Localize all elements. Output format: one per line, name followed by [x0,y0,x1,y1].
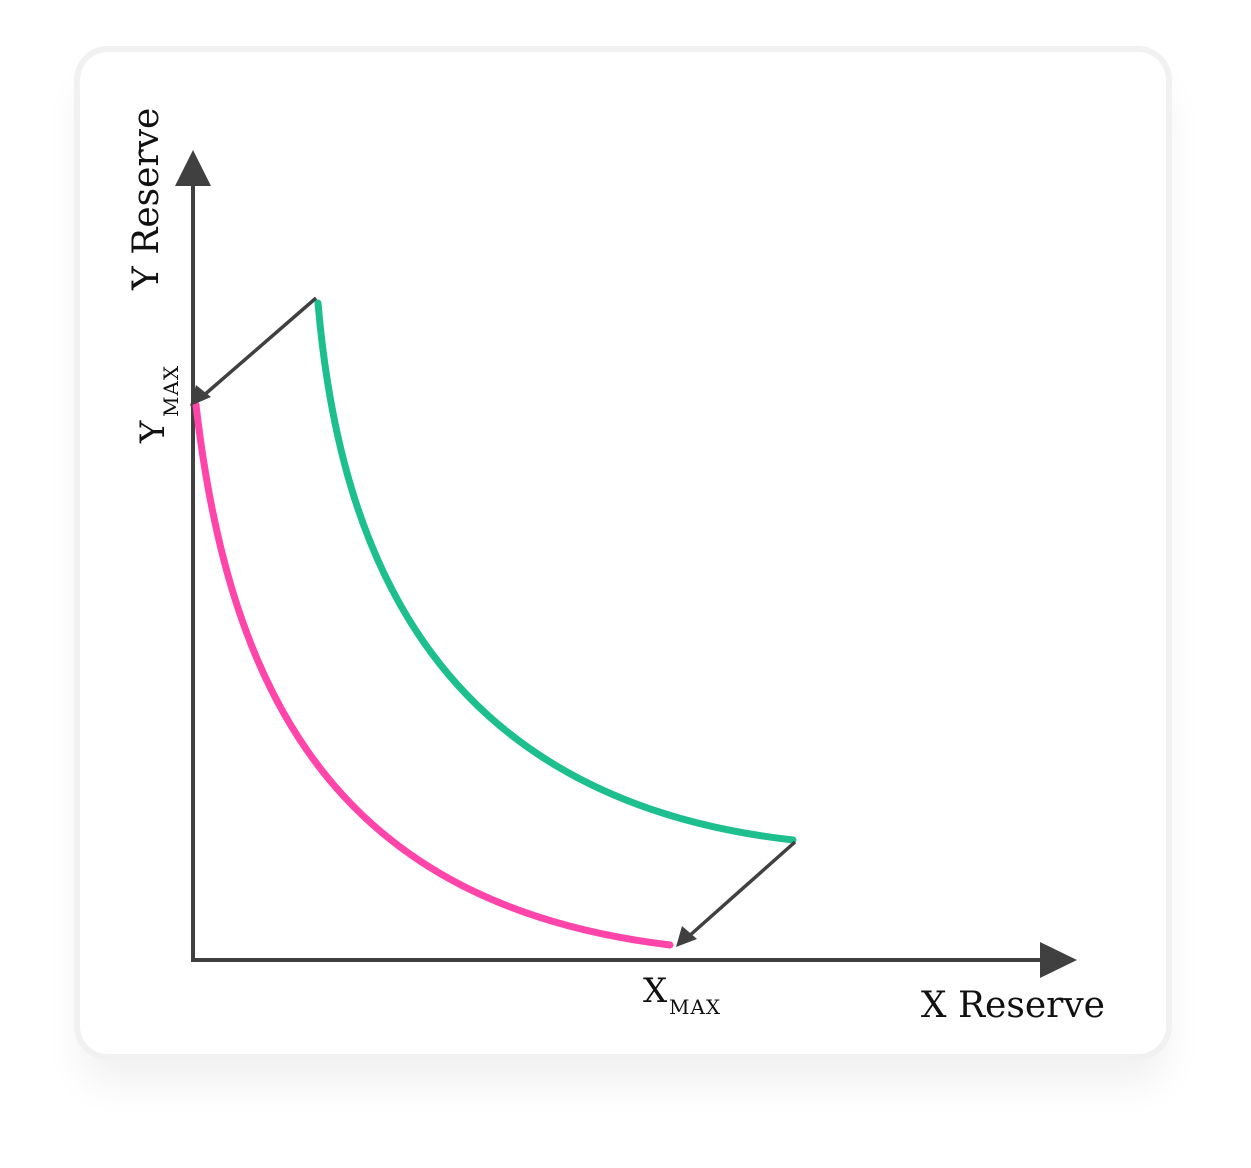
inner-curve [192,401,674,949]
y-axis-title: Y Reserve [126,108,167,291]
outer-curve [314,299,797,844]
shift-arrow-bottom [686,840,797,939]
shift-arrowhead-top [190,385,211,406]
y-max-label: Y MAX [133,365,183,444]
diagram-card [80,52,1166,1054]
y-max-sub: MAX [159,365,183,417]
shift-arrow-top [201,296,318,398]
y-axis-arrowhead [175,150,211,186]
x-axis-title: X Reserve [921,985,1105,1026]
x-max-main: X [643,971,668,1011]
x-axis-arrowhead [1040,942,1077,978]
x-max-sub: MAX [669,995,721,1019]
x-max-label: X MAX [643,971,721,1019]
shift-arrowhead-bottom [676,926,697,947]
y-max-main: Y [133,420,173,444]
